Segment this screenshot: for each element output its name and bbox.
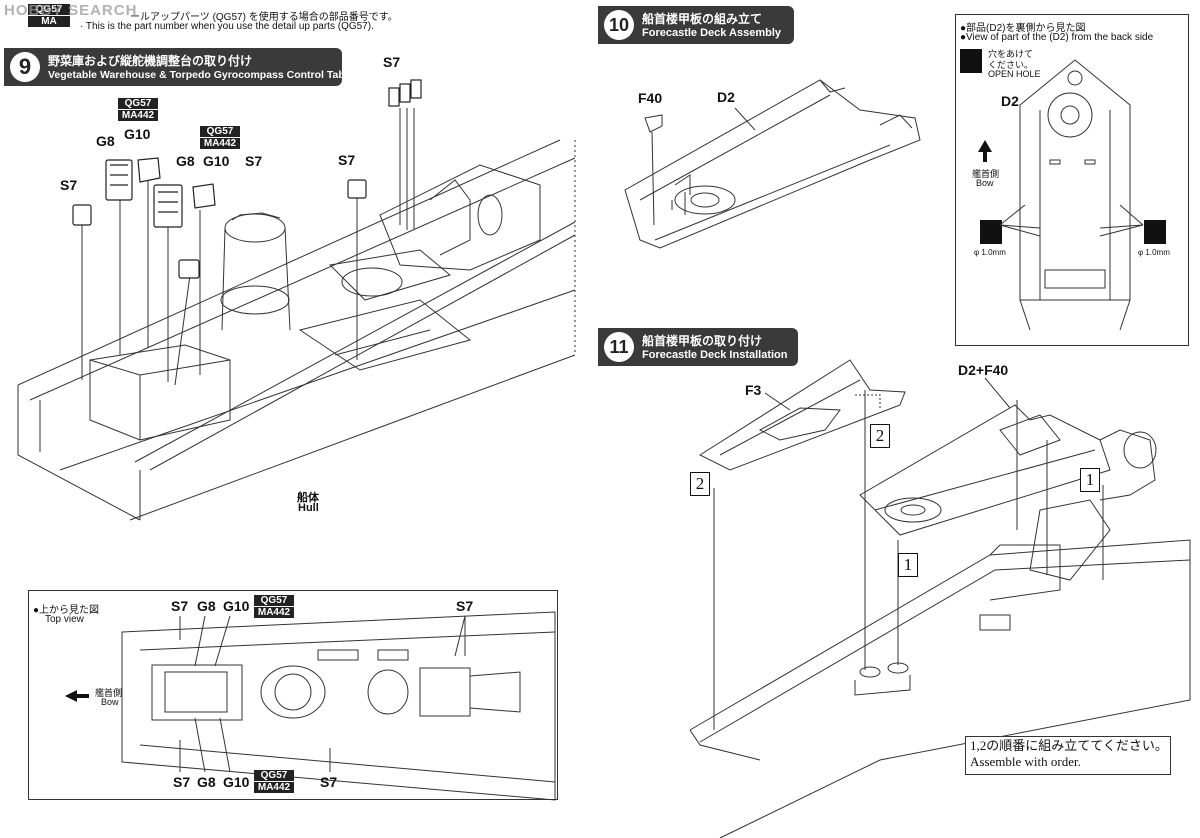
d2-f40-label: D2+F40: [958, 362, 1009, 378]
bow-up-arrow-icon: [978, 140, 992, 152]
step11-title-en: Forecastle Deck Installation: [642, 349, 788, 361]
top-view-g8-bottom: G8: [197, 774, 216, 790]
top-view-qg57-top-a: QG57: [260, 595, 288, 606]
top-view-title-en: Top view: [45, 614, 84, 625]
step10-title-jp: 船首楼甲板の組み立て: [642, 12, 763, 26]
step11-header: 11 船首楼甲板の取り付け Forecastle Deck Installati…: [598, 328, 798, 366]
top-view-qg57-bottom-b: MA442: [254, 781, 294, 793]
back-view-hole-jp1: 穴をあけて: [988, 49, 1034, 59]
back-view-title-jp: ●部品(D2)を裏側から見た図: [960, 23, 1086, 34]
bow-up-arrow-shaft: [983, 152, 987, 162]
g10-label-a: G10: [124, 126, 151, 142]
back-view-drill-left: φ 1.0mm: [974, 248, 1006, 257]
top-view-s7-right-top: S7: [456, 598, 474, 614]
step10-title-en: Forecastle Deck Assembly: [642, 27, 781, 39]
back-view-hole-jp2: ください。: [988, 60, 1034, 70]
detail-note-jp: ールアップパーツ (QG57) を使用する場合の部品番号です。: [130, 12, 398, 23]
back-view-bow-jp: 艦首側: [972, 169, 1000, 179]
order-num-2-center: 2: [870, 424, 890, 448]
step9-title-jp: 野菜庫および縦舵機調整台の取り付け: [48, 54, 253, 68]
drill-icon-top: [960, 49, 982, 73]
step11-title-jp: 船首楼甲板の取り付け: [642, 334, 763, 348]
top-view-title-jp: ●上から見た図: [33, 605, 100, 616]
back-view-bow-en: Bow: [976, 178, 994, 188]
d2-label: D2: [717, 89, 735, 105]
top-view-qg57-bottom: QG57 MA442: [254, 770, 294, 793]
step10-header: 10 船首楼甲板の組み立て Forecastle Deck Assembly: [598, 6, 794, 44]
assemble-order-jp: 1,2の順番に組み立ててください。: [970, 738, 1168, 753]
top-view-g8-top: G8: [197, 598, 216, 614]
qg57-tag-a: QG57 MA442: [118, 98, 158, 121]
back-view-hole-en: OPEN HOLE: [988, 69, 1041, 79]
qg-badge: QG57 MA: [28, 4, 70, 27]
step9-hull-drawing: [17, 79, 576, 521]
step9-number: 9: [10, 52, 40, 82]
back-view-panel: ●部品(D2)を裏側から見た図 ●View of part of the (D2…: [955, 14, 1189, 346]
s7-label-left: S7: [60, 177, 78, 193]
qg57-tag-a-top: QG57: [124, 98, 152, 109]
top-view-bow-en: Bow: [101, 697, 119, 707]
step11-number: 11: [604, 332, 634, 362]
top-view-g10-top: G10: [223, 598, 250, 614]
top-view-qg57-bottom-a: QG57: [260, 770, 288, 781]
s7-label-top: S7: [383, 54, 401, 70]
top-view-qg57-top: QG57 MA442: [254, 595, 294, 618]
s7-label-center: S7: [245, 153, 263, 169]
step9-title-en: Vegetable Warehouse & Torpedo Gyrocompas…: [48, 69, 412, 81]
qg-badge-bottom: MA: [28, 15, 70, 27]
back-view-drill-right: φ 1.0mm: [1138, 248, 1170, 257]
hull-label-jp: 船体: [297, 492, 319, 504]
order-num-1-center: 1: [898, 553, 918, 577]
back-view-title-en: ●View of part of the (D2) from the back …: [960, 32, 1154, 43]
detail-note-en: · This is the part number when you use t…: [80, 21, 374, 32]
g8-label-a: G8: [96, 133, 115, 149]
order-num-2-left: 2: [690, 472, 710, 496]
top-view-s7-right-bottom: S7: [320, 774, 338, 790]
top-view-qg57-top-b: MA442: [254, 606, 294, 618]
order-num-1-right: 1: [1080, 468, 1100, 492]
top-view-bow-jp: 艦首側: [95, 688, 123, 698]
top-view-s7-top: S7: [171, 598, 189, 614]
qg57-tag-b-bottom: MA442: [200, 137, 240, 149]
hull-label-en: Hull: [298, 502, 319, 514]
top-view-s7-bottom: S7: [173, 774, 191, 790]
back-view-d2-label: D2: [1001, 93, 1019, 109]
qg57-tag-b: QG57 MA442: [200, 126, 240, 149]
step10-number: 10: [604, 10, 634, 40]
f3-label: F3: [745, 382, 762, 398]
qg57-tag-a-bottom: MA442: [118, 109, 158, 121]
top-view-g10-bottom: G10: [223, 774, 250, 790]
step9-header: 9 野菜庫および縦舵機調整台の取り付け Vegetable Warehouse …: [4, 48, 412, 86]
f40-label: F40: [638, 90, 663, 106]
assemble-order-note: 1,2の順番に組み立ててください。 Assemble with order.: [965, 736, 1171, 775]
g8-label-b: G8: [176, 153, 195, 169]
qg-badge-top: QG57: [35, 4, 63, 15]
bow-arrow-icon: [65, 690, 77, 702]
top-view-deck-drawing: [121, 611, 556, 801]
s7-label-mid: S7: [338, 152, 356, 168]
qg57-tag-b-top: QG57: [206, 126, 234, 137]
watermark: HOBBY SEARCH: [4, 2, 138, 19]
bow-arrow-shaft: [77, 694, 89, 698]
drill-icon-left: [980, 220, 1002, 244]
g10-label-b: G10: [203, 153, 230, 169]
drill-icon-right: [1144, 220, 1166, 244]
assemble-order-en: Assemble with order.: [970, 754, 1081, 769]
